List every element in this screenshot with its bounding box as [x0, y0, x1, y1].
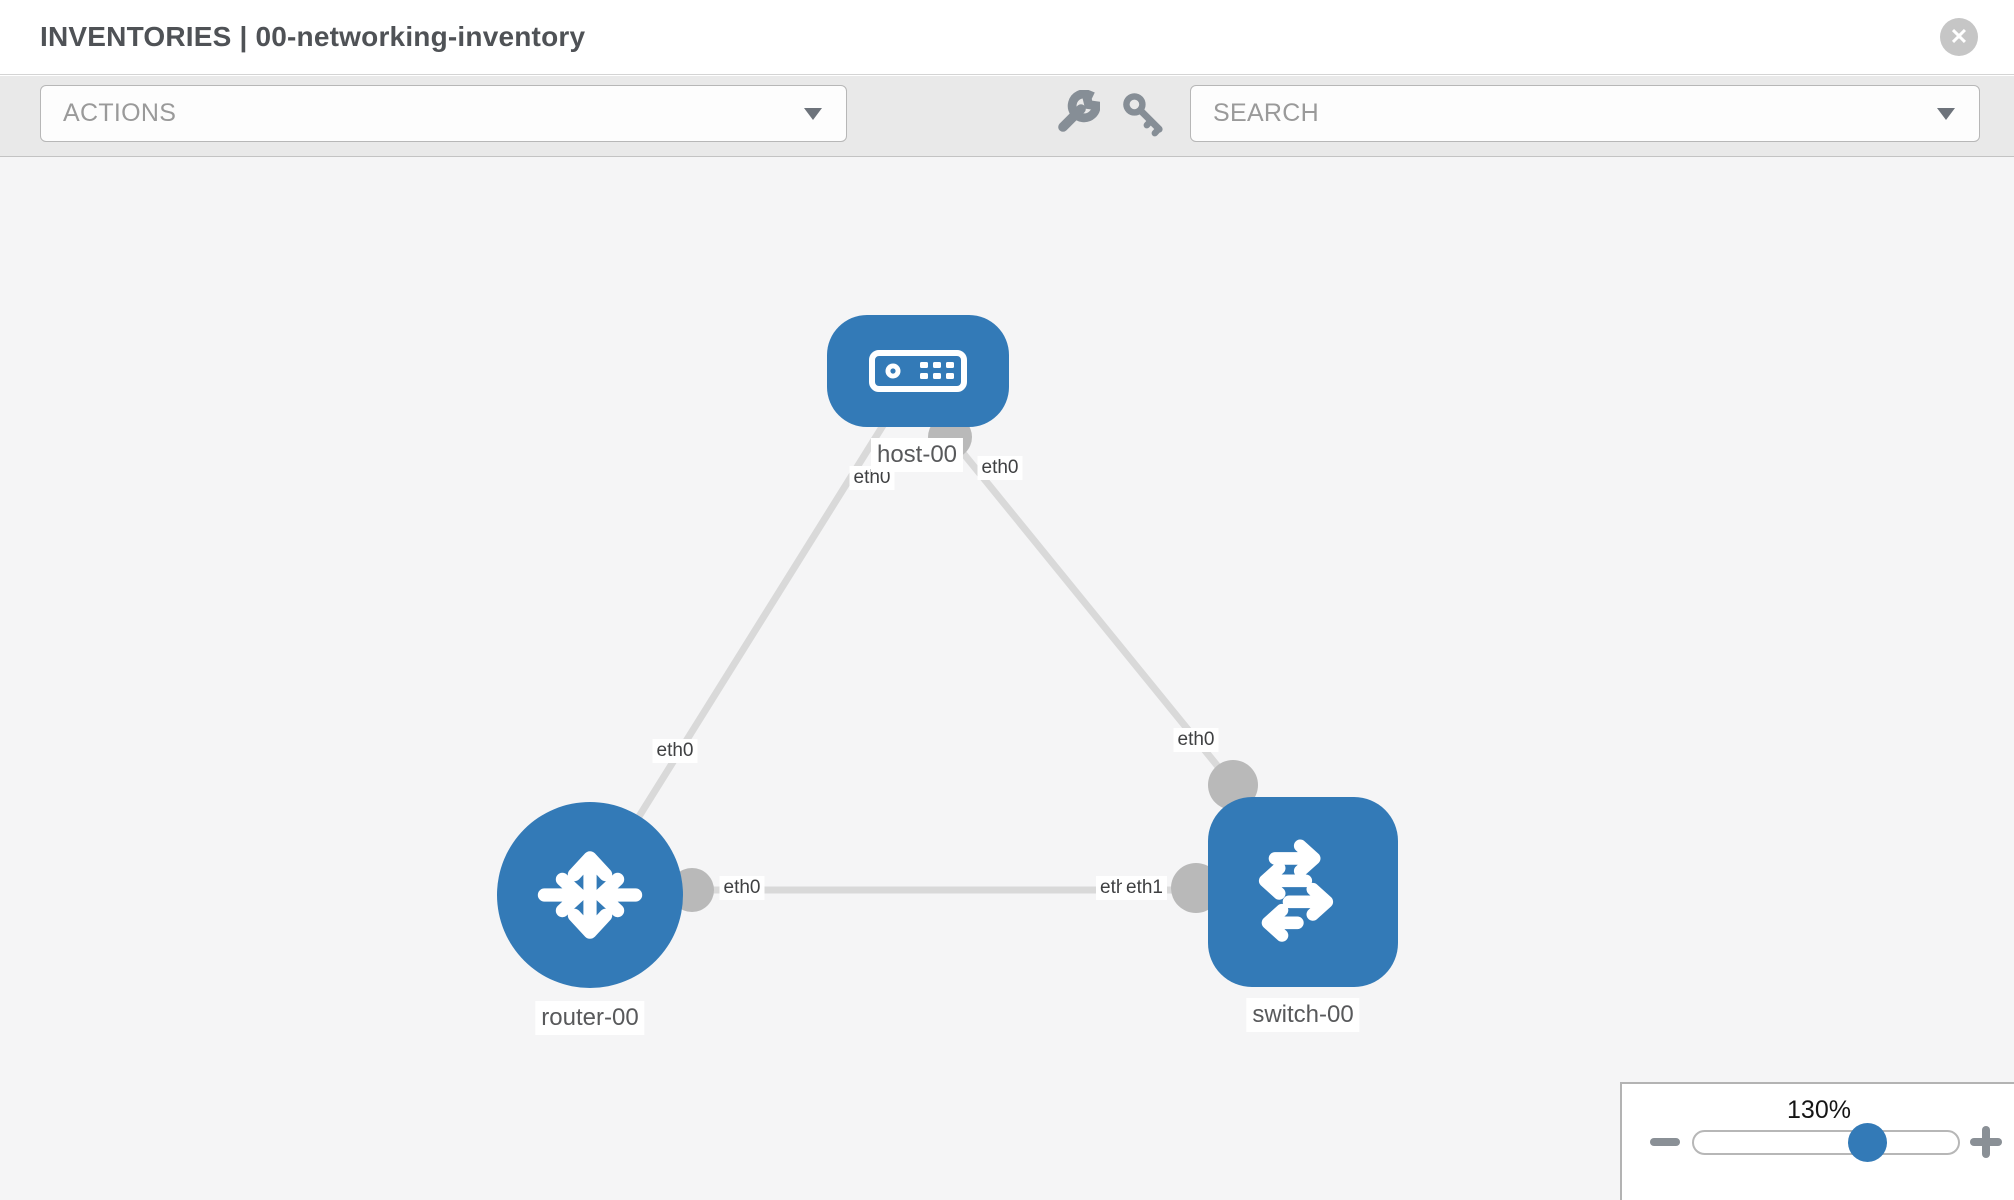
close-button[interactable]: ✕: [1940, 18, 1978, 56]
wrench-icon[interactable]: [1052, 90, 1100, 138]
node-label-host: host-00: [870, 438, 964, 472]
host-icon: [869, 350, 967, 392]
chevron-down-icon: [1937, 107, 1955, 120]
chevron-down-icon: [804, 107, 822, 120]
link-host-switch[interactable]: [946, 433, 1237, 789]
page-title: INVENTORIES | 00-networking-inventory: [40, 21, 586, 52]
router-icon: [537, 851, 643, 939]
topology-canvas[interactable]: host-00 router-00 switch-00 eth0 eth0 et…: [0, 157, 2014, 1200]
node-host-00[interactable]: [827, 315, 1009, 427]
zoom-slider-thumb[interactable]: [1848, 1123, 1887, 1162]
key-icon[interactable]: [1120, 90, 1168, 138]
if-label-switch-eth1-mid: eth1: [1122, 876, 1167, 900]
link-host-router[interactable]: [586, 367, 921, 899]
node-label-router: router-00: [535, 1001, 645, 1035]
zoom-in-icon[interactable]: [1970, 1126, 2002, 1158]
if-label-host-eth0-right: eth0: [977, 456, 1023, 480]
node-switch-00[interactable]: [1208, 797, 1398, 987]
zoom-level-value: 130%: [1787, 1096, 1851, 1124]
actions-dropdown[interactable]: ACTIONS: [40, 85, 847, 142]
if-label-switch-eth0-up: eth0: [1173, 728, 1219, 752]
zoom-out-icon[interactable]: [1650, 1138, 1680, 1146]
node-label-switch: switch-00: [1246, 998, 1360, 1032]
search-dropdown-label: SEARCH: [1213, 99, 1319, 127]
close-icon: ✕: [1949, 24, 1969, 49]
toolbar: ACTIONS SEARCH: [0, 76, 2014, 157]
if-label-router-eth0-mid: eth0: [719, 876, 765, 900]
breadcrumb-header: INVENTORIES | 00-networking-inventory ✕: [0, 0, 2014, 75]
actions-dropdown-label: ACTIONS: [63, 99, 177, 127]
if-label-router-eth0-up: eth0: [652, 739, 698, 763]
search-dropdown[interactable]: SEARCH: [1190, 85, 1980, 142]
switch-icon: [1258, 839, 1334, 942]
zoom-slider-track[interactable]: [1692, 1123, 1960, 1162]
node-router-00[interactable]: [497, 802, 683, 988]
zoom-panel: 130%: [1620, 1082, 2014, 1200]
